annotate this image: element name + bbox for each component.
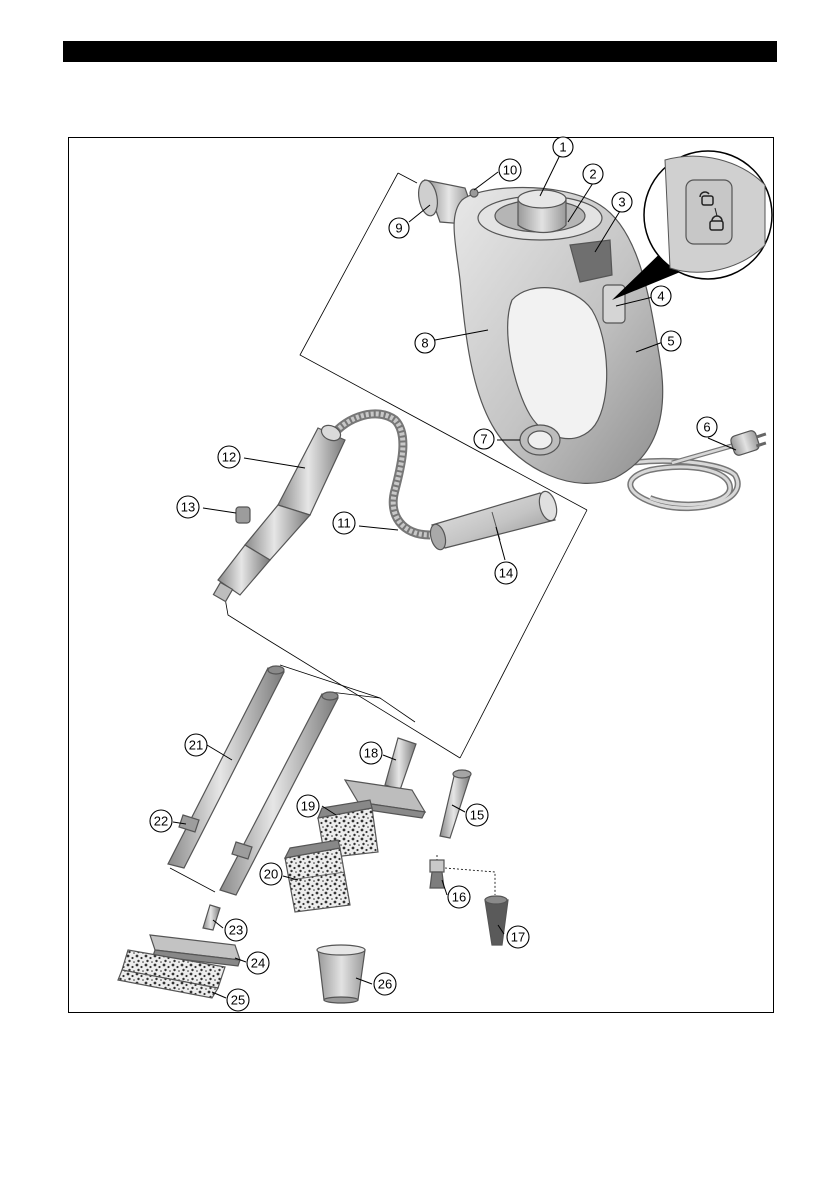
callout-10-label: 10 bbox=[503, 163, 517, 178]
callout-5-label: 5 bbox=[667, 334, 674, 349]
callout-24-label: 24 bbox=[251, 956, 265, 971]
callout-3: 3 bbox=[612, 192, 632, 212]
callout-21: 21 bbox=[185, 734, 207, 756]
callout-1-label: 1 bbox=[559, 140, 566, 155]
microfibre-cover-large bbox=[285, 840, 350, 912]
callout-15: 15 bbox=[466, 804, 488, 826]
callout-19: 19 bbox=[297, 795, 319, 817]
extension-tube-left bbox=[168, 666, 284, 868]
callout-21-label: 21 bbox=[189, 738, 203, 753]
callout-17: 17 bbox=[507, 926, 529, 948]
hose-connector bbox=[428, 489, 560, 551]
callout-12-label: 12 bbox=[222, 450, 236, 465]
callout-24: 24 bbox=[247, 952, 269, 974]
callout-18-label: 18 bbox=[364, 746, 378, 761]
callout-3-label: 3 bbox=[618, 195, 625, 210]
callout-17-label: 17 bbox=[511, 930, 525, 945]
callout-7: 7 bbox=[474, 429, 494, 449]
callout-1: 1 bbox=[553, 137, 573, 157]
point-jet-nozzle bbox=[440, 770, 471, 838]
callout-11: 11 bbox=[333, 512, 355, 534]
measuring-cup bbox=[317, 945, 365, 1003]
callout-5: 5 bbox=[661, 331, 681, 351]
callout-16: 16 bbox=[448, 886, 470, 908]
callout-13: 13 bbox=[177, 496, 199, 518]
callout-14-label: 14 bbox=[499, 566, 513, 581]
callout-20: 20 bbox=[260, 863, 282, 885]
callout-2: 2 bbox=[583, 164, 603, 184]
callout-2-label: 2 bbox=[589, 167, 596, 182]
callout-13-label: 13 bbox=[181, 500, 195, 515]
callout-22: 22 bbox=[150, 810, 172, 832]
power-nozzle bbox=[485, 896, 508, 945]
callout-8: 8 bbox=[415, 333, 435, 353]
callout-23-label: 23 bbox=[229, 923, 243, 938]
callout-9: 9 bbox=[389, 218, 409, 238]
callout-14: 14 bbox=[495, 562, 517, 584]
callout-19-label: 19 bbox=[301, 799, 315, 814]
callout-9-label: 9 bbox=[395, 221, 402, 236]
callout-12: 12 bbox=[218, 446, 240, 468]
callout-16-label: 16 bbox=[452, 890, 466, 905]
callout-15-label: 15 bbox=[470, 808, 484, 823]
callout-25-label: 25 bbox=[231, 993, 245, 1008]
round-brush bbox=[430, 860, 444, 888]
callout-11-label: 11 bbox=[337, 516, 351, 531]
callout-26-label: 26 bbox=[378, 977, 392, 992]
callout-26: 26 bbox=[374, 973, 396, 995]
callout-4-label: 4 bbox=[657, 289, 664, 304]
callout-10: 10 bbox=[499, 159, 521, 181]
callout-8-label: 8 bbox=[421, 336, 428, 351]
child-lock-zoom bbox=[612, 151, 772, 300]
callout-4: 4 bbox=[651, 286, 671, 306]
callout-23: 23 bbox=[225, 919, 247, 941]
callout-18: 18 bbox=[360, 742, 382, 764]
callout-20-label: 20 bbox=[264, 867, 278, 882]
callout-7-label: 7 bbox=[480, 432, 487, 447]
callout-6: 6 bbox=[697, 417, 717, 437]
callout-25: 25 bbox=[227, 989, 249, 1011]
callout-6-label: 6 bbox=[703, 420, 710, 435]
callout-22-label: 22 bbox=[154, 814, 168, 829]
